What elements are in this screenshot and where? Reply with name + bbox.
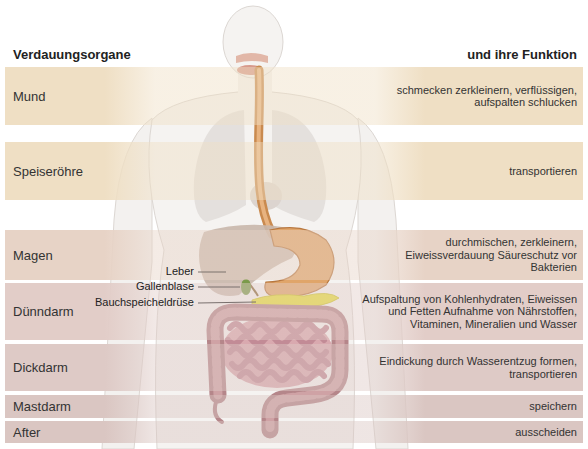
organ-name: Dünndarm xyxy=(13,304,74,319)
organ-function: transportieren xyxy=(509,165,577,178)
organ-name: After xyxy=(13,425,40,440)
column-heading: und ihre Funktion xyxy=(467,47,577,62)
organ-band: Mund schmecken zerkleinern, verflüssigen,… xyxy=(5,67,583,125)
organ-band: Speiseröhre transportieren xyxy=(5,142,583,200)
organ-name: Mund xyxy=(13,89,46,104)
organ-band: After ausscheiden xyxy=(5,421,583,443)
organ-name: Speiseröhre xyxy=(13,164,83,179)
part-label: Leber xyxy=(166,265,194,277)
organ-name: Mastdarm xyxy=(13,399,71,414)
organ-band: Dünndarm Aufspaltung von Kohlenhydraten, … xyxy=(5,283,583,340)
organ-function: schmecken zerkleinern, verflüssigen, auf… xyxy=(362,84,577,109)
organ-name: Dickdarm xyxy=(13,360,68,375)
column-heading: Verdauungsorgane xyxy=(13,47,131,62)
part-label: Gallenblase xyxy=(136,280,194,292)
organ-function: speichern xyxy=(529,400,577,413)
organ-band: Mastdarm speichern xyxy=(5,395,583,418)
palate xyxy=(236,53,268,63)
organ-band: Dickdarm Eindickung durch Wasserentzug fo… xyxy=(5,344,583,391)
organ-band: Magen durchmischen, zerkleinern, Eiweissv… xyxy=(5,230,583,280)
organ-function: Aufspaltung von Kohlenhydraten, Eiweisse… xyxy=(362,293,577,331)
organ-name: Magen xyxy=(13,248,53,263)
organ-function: Eindickung durch Wasserentzug formen, tr… xyxy=(362,355,577,380)
organ-function: ausscheiden xyxy=(515,426,577,439)
part-label: Bauchspeicheldrüse xyxy=(95,296,194,308)
organ-function: durchmischen, zerkleinern, Eiweissverdau… xyxy=(362,236,577,274)
